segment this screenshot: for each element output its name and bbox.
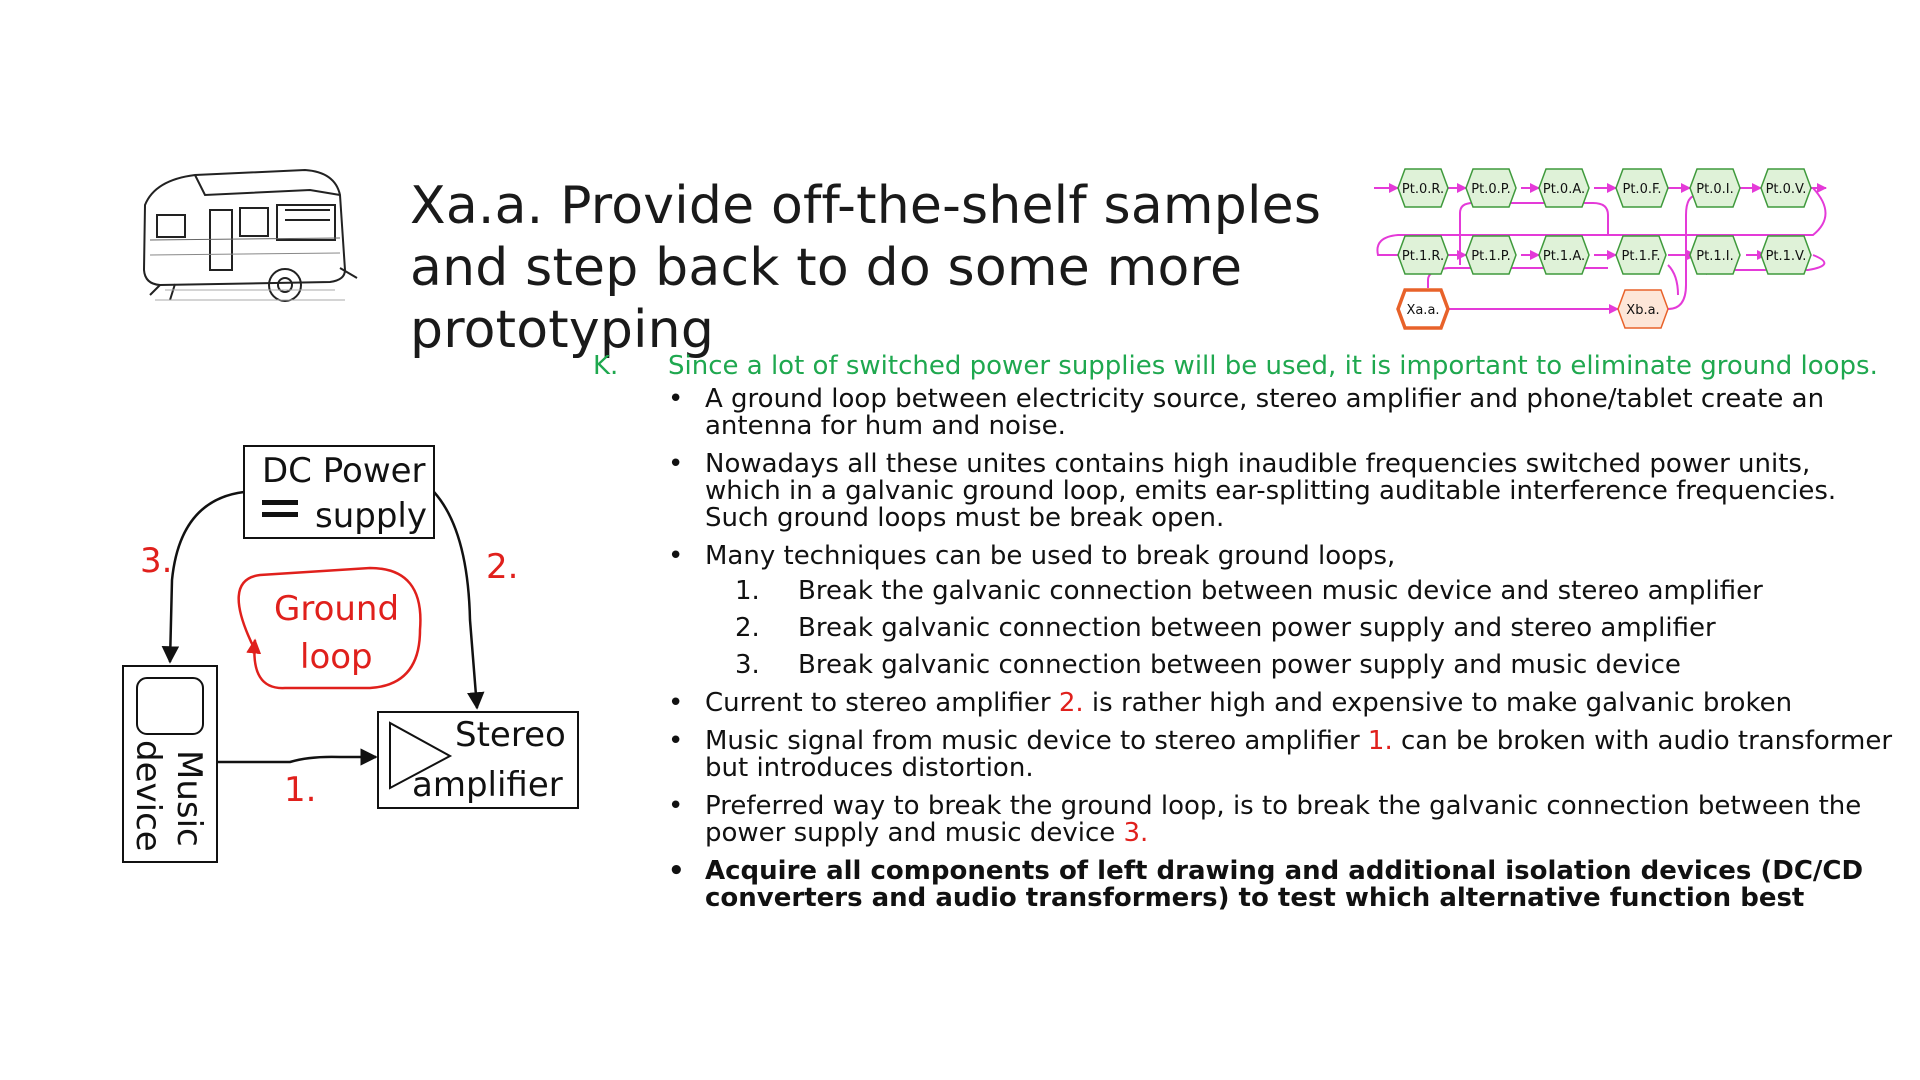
connection-3 — [161, 490, 245, 664]
minimap-node-label: Pt.1.P. — [1471, 249, 1510, 264]
bullet-2: • Nowadays all these unites contains hig… — [593, 451, 1893, 532]
bullet-dot: • — [668, 688, 684, 718]
bullet-4-text-b: is rather high and expensive to make gal… — [1083, 688, 1793, 718]
sub-item-text: Break galvanic connection between power … — [798, 650, 1681, 680]
sub-list: 1. Break the galvanic connection between… — [705, 578, 1893, 679]
process-minimap: Pt.0.R. Pt.0.P. Pt.0.A. Pt.0.F. Pt.0.I. Pt.0.… — [1374, 168, 1827, 330]
music-device-label-2: device — [128, 740, 168, 852]
k-marker: K. — [593, 351, 619, 381]
music-device-screen — [136, 677, 204, 735]
minimap-node-shape — [1760, 168, 1812, 208]
sub-item-2: 2. Break galvanic connection between pow… — [705, 615, 1893, 642]
sub-item-text: Break galvanic connection between power … — [798, 613, 1716, 643]
stereo-amplifier-box — [377, 711, 579, 809]
connection-1 — [218, 748, 378, 766]
sub-item-text: Break the galvanic connection between mu… — [798, 576, 1763, 606]
sub-item-3: 3. Break galvanic connection between pow… — [705, 652, 1893, 679]
dc-symbol-bar-bottom — [262, 512, 298, 517]
bullet-4: • Current to stereo amplifier 2. is rath… — [593, 690, 1893, 717]
bullet-list: • A ground loop between electricity sour… — [593, 386, 1893, 912]
minimap-node-shape — [1538, 235, 1590, 275]
minimap-node-label: Pt.1.V. — [1766, 249, 1807, 264]
label-2: 2. — [486, 547, 518, 587]
label-3: 3. — [140, 541, 172, 581]
bullet-dot: • — [668, 791, 684, 821]
bullet-dot: • — [668, 856, 685, 886]
bullet-1: • A ground loop between electricity sour… — [593, 386, 1893, 440]
k-text: Since a lot of switched power supplies w… — [668, 351, 1878, 381]
bullet-5-ref: 1. — [1367, 726, 1393, 756]
minimap-current-node-shape — [1396, 288, 1450, 330]
minimap-node-label: Pt.0.F. — [1623, 182, 1662, 197]
bullet-4-text-a: Current to stereo amplifier — [705, 688, 1059, 718]
dc-symbol-bar-top — [262, 500, 298, 505]
minimap-node-shape — [1538, 168, 1590, 208]
minimap-node-label: Pt.1.F. — [1622, 249, 1661, 264]
minimap-node-label: Pt.0.P. — [1471, 182, 1510, 197]
minimap-node-shape — [1397, 168, 1449, 208]
minimap-node-label: Pt.0.R. — [1402, 182, 1444, 197]
minimap-node-label: Pt.1.R. — [1402, 249, 1444, 264]
bullet-dot: • — [668, 726, 684, 756]
ground-loop-curve — [237, 566, 422, 690]
minimap-current-node-label: Xa.a. — [1406, 303, 1439, 318]
dc-supply-label: supply — [315, 496, 427, 536]
minimap-node-shape — [1689, 168, 1741, 208]
amplifier-label: amplifier — [412, 765, 563, 805]
ground-loop-label-2: loop — [300, 637, 373, 677]
k-line: K. Since a lot of switched power supplie… — [593, 350, 1893, 386]
minimap-node-shape — [1465, 168, 1517, 208]
bullet-5-text-a: Music signal from music device to stereo… — [705, 726, 1368, 756]
music-device-label: Music — [169, 750, 209, 847]
stereo-label: Stereo — [455, 715, 566, 755]
minimap-node-label: Pt.0.V. — [1766, 182, 1807, 197]
minimap-node-shape — [1465, 235, 1517, 275]
minimap-node-shape — [1617, 289, 1669, 329]
bullet-6-ref: 3. — [1123, 818, 1149, 848]
caravan-sketch — [142, 168, 358, 302]
sub-item-number: 2. — [735, 613, 760, 643]
minimap-node-label: Pt.1.I. — [1696, 249, 1733, 264]
minimap-node-label: Pt.1.A. — [1543, 249, 1585, 264]
bullet-6-text: Preferred way to break the ground loop, … — [705, 791, 1862, 848]
bullet-7: • Acquire all components of left drawing… — [593, 858, 1893, 912]
minimap-node-shape — [1760, 235, 1812, 275]
bullet-1-text: A ground loop between electricity source… — [705, 384, 1825, 441]
dc-power-box — [243, 445, 435, 539]
bullet-6: • Preferred way to break the ground loop… — [593, 793, 1893, 847]
bullet-dot: • — [668, 449, 684, 479]
content-panel: K. Since a lot of switched power supplie… — [593, 350, 1893, 923]
bullet-3-text: Many techniques can be used to break gro… — [705, 541, 1396, 571]
sub-item-number: 3. — [735, 650, 760, 680]
bullet-dot: • — [668, 541, 684, 571]
bullet-4-ref: 2. — [1058, 688, 1084, 718]
minimap-node-shape — [1397, 235, 1449, 275]
ground-loop-diagram: DC Power supply Music device Stereo ampl… — [122, 445, 579, 863]
minimap-node-label: Pt.0.I. — [1696, 182, 1733, 197]
bullet-2-text: Nowadays all these unites contains high … — [705, 449, 1837, 533]
bullet-dot: • — [668, 384, 684, 414]
connection-2 — [433, 491, 485, 710]
sub-item-number: 1. — [735, 576, 760, 606]
minimap-node-shape — [1615, 168, 1669, 208]
amplifier-triangle — [389, 721, 453, 790]
bullet-7-text: Acquire all components of left drawing a… — [705, 856, 1864, 913]
bullet-3: • Many techniques can be used to break g… — [593, 543, 1893, 679]
dc-power-label: DC Power — [262, 451, 426, 491]
sub-item-1: 1. Break the galvanic connection between… — [705, 578, 1893, 605]
ground-loop-label: Ground — [274, 589, 399, 629]
bullet-5: • Music signal from music device to ster… — [593, 728, 1893, 782]
bullet-5-text-b: can be broken with audio transformer but… — [705, 726, 1893, 783]
minimap-node-shape — [1615, 235, 1667, 275]
minimap-node-label: Pt.0.A. — [1543, 182, 1585, 197]
label-1: 1. — [284, 770, 316, 810]
minimap-node-label: Xb.a. — [1626, 303, 1659, 318]
minimap-node-shape — [1689, 235, 1741, 275]
slide-title: Xa.a. Provide off-the-shelf samples and … — [410, 176, 1322, 360]
